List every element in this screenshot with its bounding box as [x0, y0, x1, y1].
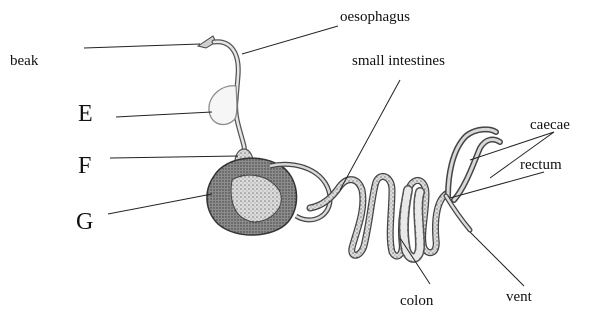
label-rectum: rectum — [520, 158, 562, 173]
label-e: E — [78, 102, 93, 126]
beak-leader — [84, 44, 200, 48]
label-oesophagus: oesophagus — [340, 10, 410, 25]
caecae-shape — [448, 129, 500, 200]
gizzard-shape — [207, 158, 330, 235]
small-intestines-leader — [340, 80, 400, 190]
crop-leader — [116, 112, 212, 117]
label-small-intestines: small intestines — [352, 54, 445, 69]
leader-lines — [84, 26, 554, 286]
label-colon: colon — [400, 294, 433, 309]
oesophagus-leader — [242, 26, 338, 54]
crop-shape — [209, 86, 237, 125]
label-caecae: caecae — [530, 118, 570, 133]
rectum-tube — [446, 196, 470, 230]
label-g: G — [76, 210, 93, 234]
proventriculus-leader — [110, 156, 238, 158]
label-beak: beak — [10, 54, 38, 69]
vent-leader — [470, 232, 524, 286]
gizzard-leader — [108, 194, 212, 214]
label-f: F — [78, 154, 91, 178]
label-vent: vent — [506, 290, 532, 305]
